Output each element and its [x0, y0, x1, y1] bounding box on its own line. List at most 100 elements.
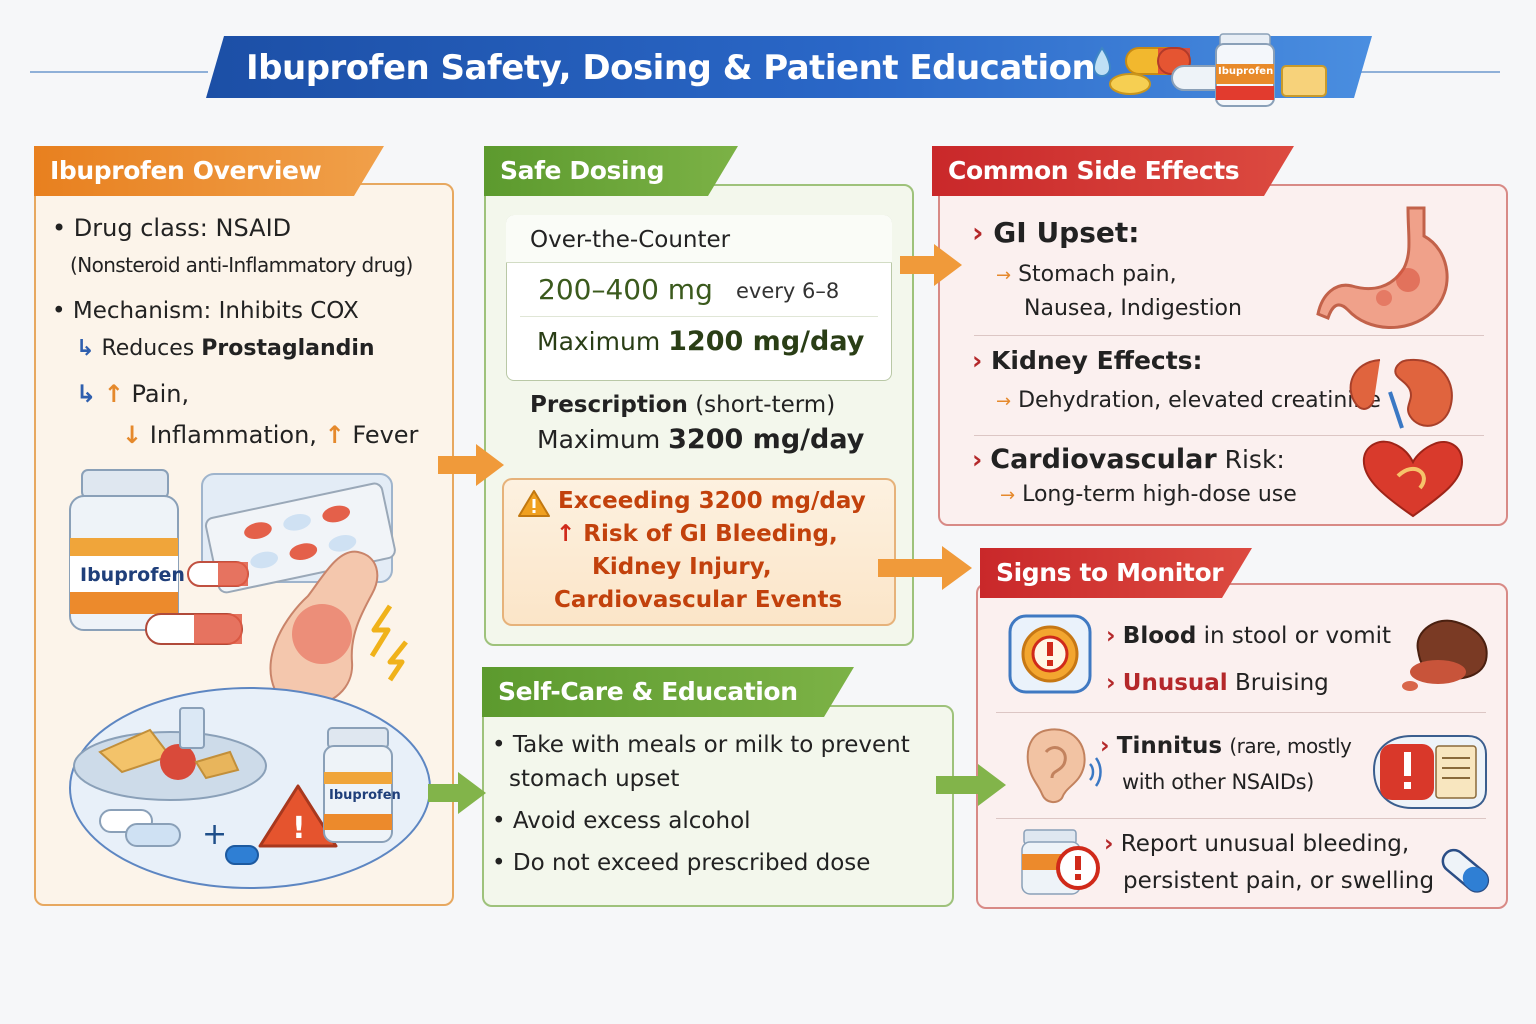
chevron-right-icon: ›: [1106, 623, 1116, 649]
side-effects-title: Common Side Effects: [932, 146, 1294, 196]
self-care-panel: [482, 705, 954, 907]
otc-frequency: every 6–8: [736, 279, 840, 303]
self-care-item-1-line-2: stomach upset: [509, 766, 680, 792]
lightning-icon: [369, 604, 393, 658]
self-care-item-1-line-1: Take with meals or milk to prevent: [512, 732, 910, 758]
warning-line-2: Risk of GI Bleeding,: [583, 521, 838, 547]
side-effects-divider-1: [974, 335, 1484, 336]
page-title: Ibuprofen Safety, Dosing & Patient Educa…: [246, 48, 1096, 88]
side-effects-divider-2: [974, 435, 1484, 436]
up-arrow-icon: ↑: [103, 380, 124, 408]
bullet-icon: •: [492, 732, 506, 758]
cardio-line-row: → Long-term high-dose use: [1000, 482, 1297, 507]
warning-line-4: Cardiovascular Events: [554, 587, 843, 613]
self-care-item-3-text: Do not exceed prescribed dose: [512, 850, 871, 876]
up-arrow-icon: ↑: [556, 521, 576, 547]
cardio-line: Long-term high-dose use: [1022, 482, 1297, 507]
rx-label: Prescription: [530, 392, 688, 418]
report-line-1: Report unusual bleeding,: [1120, 831, 1410, 857]
up-arrow-icon: ↑: [324, 421, 345, 449]
arrow-right-icon: →: [996, 265, 1012, 286]
small-bottle-label: Ibuprofen: [329, 788, 401, 803]
otc-max-value: 1200 mg/day: [668, 326, 865, 357]
rx-row: Prescription (short-term): [530, 392, 835, 418]
bottle-label: Ibuprofen: [80, 564, 185, 586]
dose-warning-box: [502, 478, 896, 626]
title-rule-left: [30, 71, 208, 73]
inflammation-row: ↓ Inflammation, ↑ Fever: [122, 421, 418, 449]
return-arrow-icon: ↳: [76, 336, 95, 361]
overview-illustration: + !: [69, 469, 431, 889]
arrow-dosing-to-side-effects: [900, 244, 962, 286]
chevron-right-icon: ›: [1106, 670, 1116, 696]
arrow-overview-to-self-care: [428, 772, 486, 814]
chevron-right-icon: ›: [972, 445, 983, 474]
header-pills-illustration: [1092, 33, 1327, 107]
tinnitus-row: › Tinnitus (rare, mostly: [1100, 733, 1352, 759]
chevron-right-icon: ›: [972, 346, 983, 375]
cardio-title-bold: Cardiovascular: [990, 444, 1217, 475]
title-rule-right: [1360, 71, 1500, 73]
blood-rest: in stool or vomit: [1203, 623, 1392, 649]
drug-class-note: (Nonsteroid anti-Inflammatory drug): [70, 253, 413, 277]
mechanism: Mechanism: Inhibits COX: [72, 298, 359, 324]
self-care-title: Self-Care & Education: [482, 667, 854, 717]
joint-icon: [269, 550, 379, 708]
tinnitus-rest: (rare, mostly: [1229, 734, 1352, 758]
warning-line-1: Exceeding 3200 mg/day: [558, 488, 866, 514]
plus-icon: +: [202, 817, 227, 852]
cardio-title-row: › Cardiovascular Risk:: [972, 444, 1285, 475]
tomato-icon: [160, 744, 196, 780]
arrow-overview-to-dosing: [438, 444, 504, 486]
otc-dose: 200–400 mg: [538, 273, 713, 306]
warning-line-3: Kidney Injury,: [592, 554, 772, 580]
rx-note: (short-term): [695, 392, 836, 418]
report-row: › Report unusual bleeding,: [1104, 831, 1409, 857]
cardio-title-rest: Risk:: [1224, 445, 1285, 474]
otc-max-row: Maximum 1200 mg/day: [537, 326, 864, 357]
arrow-right-icon: →: [1000, 485, 1016, 506]
reduces-prefix: Reduces: [101, 336, 195, 361]
otc-label: Over-the-Counter: [530, 227, 731, 253]
self-care-item-2: • Avoid excess alcohol: [492, 808, 751, 834]
chevron-right-icon: ›: [972, 216, 984, 249]
tinnitus-bold: Tinnitus: [1116, 733, 1223, 759]
warning-card-icon: [1372, 735, 1487, 809]
return-arrow-icon: ↳: [76, 380, 97, 408]
gi-line-1: Stomach pain,: [1018, 262, 1177, 287]
self-care-item-2-text: Avoid excess alcohol: [512, 808, 751, 834]
dosing-title: Safe Dosing: [484, 146, 738, 196]
header-bottle-label: Ibuprofen: [1218, 66, 1274, 77]
arrow-right-icon: →: [996, 391, 1012, 412]
box-icon: [1281, 65, 1327, 97]
otc-max-prefix: Maximum: [537, 327, 661, 356]
droplet-icon: [1092, 46, 1112, 77]
svg-text:!: !: [292, 811, 306, 846]
blood-row: › Blood in stool or vomit: [1106, 623, 1391, 649]
bruise-rest: Bruising: [1235, 670, 1329, 696]
kidney-title-row: › Kidney Effects:: [972, 346, 1203, 375]
rx-max-row: Maximum 3200 mg/day: [537, 424, 864, 455]
glass-icon: [179, 707, 205, 749]
reduces-bold: Prostaglandin: [201, 336, 375, 361]
inflammation-label: Inflammation,: [149, 421, 317, 449]
bullet-icon: •: [52, 214, 67, 242]
monitor-divider-2: [996, 818, 1486, 819]
pain-label: Pain,: [131, 380, 190, 408]
stomach-icon: [1316, 206, 1449, 329]
bottle-alert-icon: [1021, 829, 1100, 895]
bullet-icon: •: [492, 850, 506, 876]
ear-icon: [1026, 728, 1102, 804]
pain-row: ↳ ↑ Pain,: [76, 380, 189, 408]
monitor-divider-1: [996, 712, 1486, 713]
kidney-title: Kidney Effects:: [991, 346, 1203, 375]
warning-icon: [518, 490, 550, 517]
chevron-right-icon: ›: [1100, 733, 1110, 759]
fever-label: Fever: [352, 421, 419, 449]
reduces-row: ↳ Reduces Prostaglandin: [76, 336, 375, 361]
heart-icon: [1362, 440, 1464, 518]
otc-divider: [520, 316, 878, 317]
tablet-icon: [1109, 73, 1151, 95]
chevron-right-icon: ›: [1104, 831, 1114, 857]
blood-clot-icon: [1402, 619, 1488, 691]
